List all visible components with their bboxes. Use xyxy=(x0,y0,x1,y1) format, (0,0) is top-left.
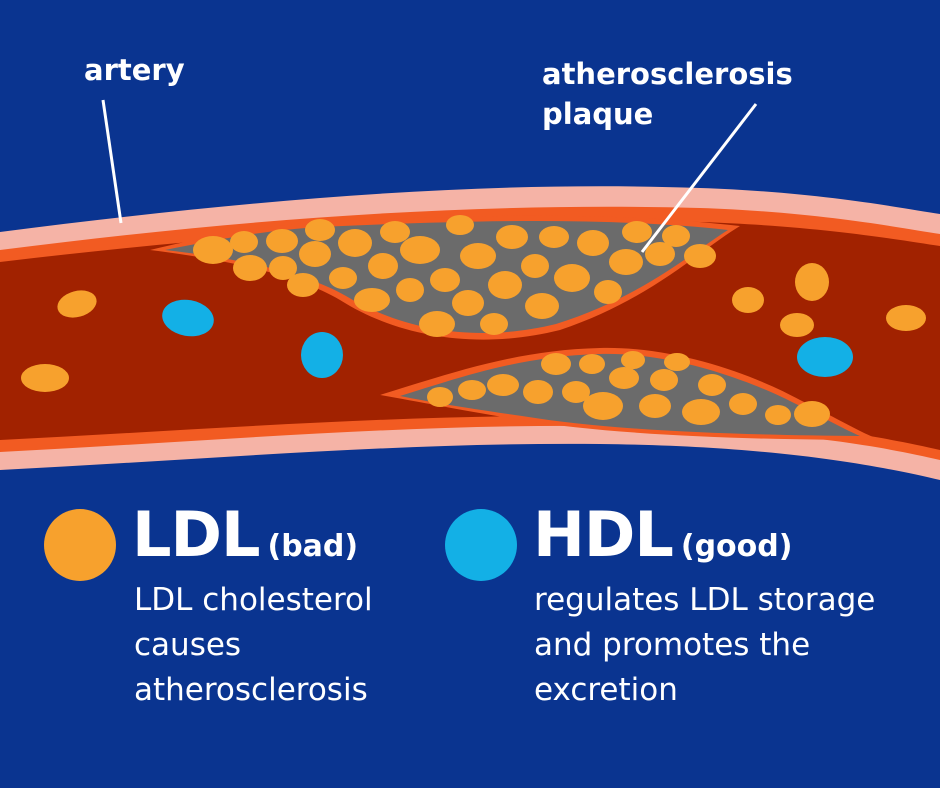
lower-plaque-ldl xyxy=(427,351,830,427)
ldl-particle xyxy=(266,229,298,253)
ldl-particle xyxy=(419,311,455,337)
ldl-particle xyxy=(400,236,440,264)
ldl-particle xyxy=(621,351,645,369)
ldl-particle xyxy=(230,231,258,253)
hdl-legend-dot xyxy=(445,509,517,581)
ldl-particle xyxy=(622,221,652,243)
ldl-particle xyxy=(662,225,690,247)
ldl-particle xyxy=(765,405,791,425)
ldl-particle xyxy=(287,273,319,297)
ldl-description-line: LDL cholesterol xyxy=(134,582,373,618)
ldl-particle xyxy=(305,219,335,241)
ldl-particle xyxy=(664,353,690,371)
ldl-particle xyxy=(233,255,267,281)
ldl-particle xyxy=(579,354,605,374)
ldl-particle xyxy=(562,381,590,403)
ldl-legend-title: LDL(bad) xyxy=(132,498,358,571)
hdl-description: regulates LDL storage and promotes the e… xyxy=(534,578,934,713)
ldl-description-line: atherosclerosis xyxy=(134,672,368,708)
ldl-particle xyxy=(21,364,69,392)
ldl-particle xyxy=(523,380,553,404)
ldl-description-line: causes xyxy=(134,627,242,663)
ldl-particle xyxy=(594,280,622,304)
ldl-particle xyxy=(525,293,559,319)
hdl-description-line: excretion xyxy=(534,672,678,708)
ldl-particle xyxy=(795,263,829,301)
upper-plaque-ldl xyxy=(193,215,716,337)
ldl-particle xyxy=(698,374,726,396)
artery-pointer-line xyxy=(101,99,123,224)
ldl-particle xyxy=(521,254,549,278)
ldl-particle xyxy=(458,380,486,400)
ldl-particle xyxy=(329,267,357,289)
free-ldl-particles xyxy=(21,263,926,392)
ldl-particle xyxy=(57,290,97,318)
ldl-qualifier: (bad) xyxy=(267,529,359,564)
plaque-label-line: plaque xyxy=(542,97,654,131)
ldl-particle xyxy=(452,290,484,316)
ldl-particle xyxy=(487,374,519,396)
hdl-particles xyxy=(162,299,853,378)
lower-plaque-core xyxy=(400,353,860,436)
ldl-particle xyxy=(682,399,720,425)
hdl-particle xyxy=(301,332,343,378)
ldl-particle xyxy=(488,271,522,299)
ldl-particle xyxy=(729,393,757,415)
hdl-description-line: regulates LDL storage xyxy=(534,582,876,618)
ldl-particle xyxy=(338,229,372,257)
ldl-particle xyxy=(780,313,814,337)
ldl-particle xyxy=(650,369,678,391)
hdl-legend-title: HDL(good) xyxy=(533,498,792,571)
ldl-abbreviation: LDL xyxy=(132,498,260,571)
ldl-particle xyxy=(609,249,643,275)
hdl-abbreviation: HDL xyxy=(533,498,674,571)
plaque-pointer-line xyxy=(640,103,758,253)
ldl-legend-dot xyxy=(44,509,116,581)
ldl-particle xyxy=(446,215,474,235)
ldl-particle xyxy=(299,241,331,267)
ldl-particle xyxy=(577,230,609,256)
artery-label: artery xyxy=(84,53,185,87)
ldl-particle xyxy=(396,278,424,302)
ldl-particle xyxy=(269,256,297,280)
ldl-particle xyxy=(368,253,398,279)
ldl-particle xyxy=(193,236,233,264)
ldl-particle xyxy=(539,226,569,248)
ldl-particle xyxy=(480,313,508,335)
ldl-particle xyxy=(794,401,830,427)
ldl-particle xyxy=(427,387,453,407)
ldl-particle xyxy=(583,392,623,420)
ldl-particle xyxy=(554,264,590,292)
ldl-particle xyxy=(886,305,926,331)
ldl-particle xyxy=(645,242,675,266)
ldl-particle xyxy=(354,288,390,312)
ldl-particle xyxy=(684,244,716,268)
plaque-label-line: atherosclerosis xyxy=(542,57,793,91)
ldl-particle xyxy=(541,353,571,375)
ldl-particle xyxy=(460,243,496,269)
plaque-label: atherosclerosis plaque xyxy=(542,54,842,134)
ldl-particle xyxy=(430,268,460,292)
ldl-description: LDL cholesterol causes atherosclerosis xyxy=(134,578,434,713)
hdl-particle xyxy=(797,337,853,377)
hdl-description-line: and promotes the xyxy=(534,627,811,663)
ldl-particle xyxy=(380,221,410,243)
ldl-particle xyxy=(732,287,764,313)
ldl-particle xyxy=(609,367,639,389)
ldl-particle xyxy=(639,394,671,418)
ldl-particle xyxy=(496,225,528,249)
hdl-particle xyxy=(162,299,214,337)
hdl-qualifier: (good) xyxy=(680,529,793,564)
